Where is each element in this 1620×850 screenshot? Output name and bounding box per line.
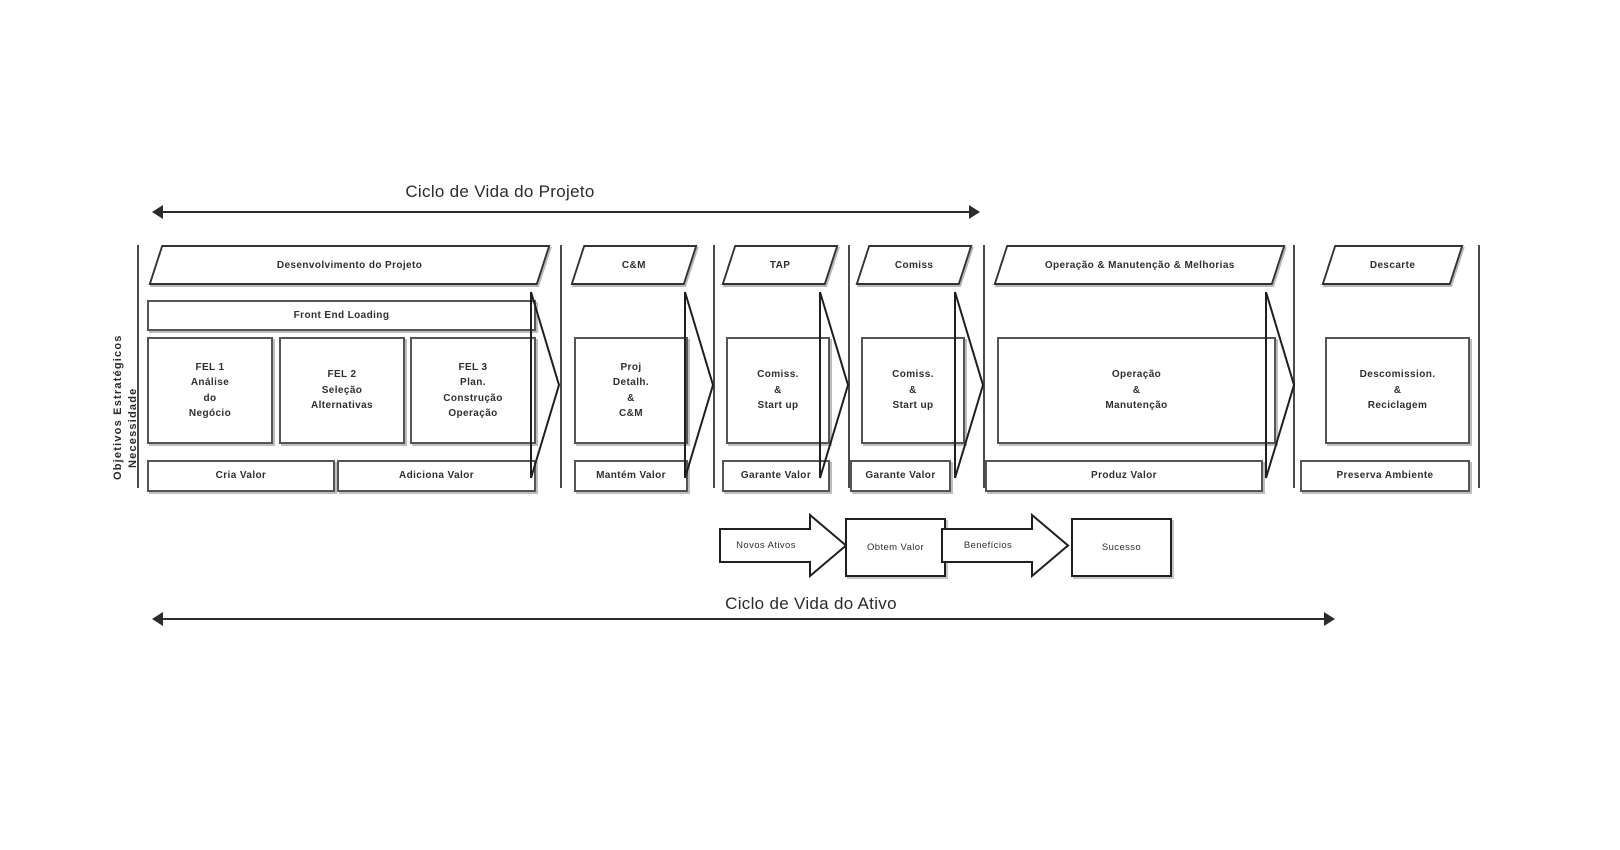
phase-header-label: Desenvolvimento do Projeto [276, 259, 423, 271]
bottom-span-label: Ciclo de Vida do Ativo [725, 594, 897, 613]
band-label: Front End Loading [293, 309, 390, 321]
phase-header-tap[interactable]: TAP [721, 245, 839, 285]
phase-header-label: TAP [769, 259, 791, 271]
stage-gate-3-icon [816, 290, 852, 480]
value-bar-mantem-valor[interactable]: Mantém Valor [574, 460, 688, 492]
arrow-head-right-icon [969, 205, 980, 219]
asset-lifecycle-arrow [152, 612, 1335, 626]
stage-box-comiss-startup[interactable]: Comiss. & Start up [861, 337, 965, 444]
lane-divider-left [137, 245, 139, 488]
value-bar-preserva-ambiente[interactable]: Preserva Ambiente [1300, 460, 1470, 492]
lane-divider-1 [560, 245, 562, 488]
phase-header-cm[interactable]: C&M [570, 245, 698, 285]
stage-box-fel3[interactable]: FEL 3 Plan. Construção Operação [410, 337, 536, 444]
arrow-shaft [161, 211, 971, 213]
project-lifecycle-arrow [152, 205, 980, 219]
chain-arrow-label: Benefícios [963, 540, 1013, 551]
chain-arrow-label: Novos Ativos [736, 540, 796, 551]
stage-box-comiss-startup-tap[interactable]: Comiss. & Start up [726, 337, 830, 444]
phase-header-label: Comiss [894, 259, 934, 271]
lane-divider-2 [713, 245, 715, 488]
phase-header-label: Descarte [1369, 259, 1416, 271]
lane-divider-4 [983, 245, 985, 488]
stage-box-fel2[interactable]: FEL 2 Seleção Alternativas [279, 337, 405, 444]
stage-gate-1-icon [527, 290, 563, 480]
value-bar-garante-valor-tap[interactable]: Garante Valor [722, 460, 830, 492]
chain-box-obtem-valor[interactable]: Obtem Valor [845, 518, 946, 577]
value-bar-adiciona-valor[interactable]: Adiciona Valor [337, 460, 536, 492]
value-bar-produz-valor[interactable]: Produz Valor [985, 460, 1263, 492]
value-bar-garante-valor-comiss[interactable]: Garante Valor [850, 460, 951, 492]
phase-header-label: Operação & Manutenção & Melhorias [1044, 259, 1235, 271]
phase-header-comiss[interactable]: Comiss [855, 245, 973, 285]
phase-header-desenvolvimento[interactable]: Desenvolvimento do Projeto [148, 245, 551, 285]
stage-gate-5-icon [1262, 290, 1298, 480]
band-front-end-loading[interactable]: Front End Loading [147, 300, 536, 331]
lane-divider-right [1478, 245, 1480, 488]
stage-gate-4-icon [951, 290, 987, 480]
top-span-label: Ciclo de Vida do Projeto [405, 182, 595, 201]
arrow-head-left-icon [152, 205, 163, 219]
stage-box-descomission-reciclagem[interactable]: Descomission. & Reciclagem [1325, 337, 1470, 444]
lane-divider-3 [848, 245, 850, 488]
stage-box-operacao-manutencao[interactable]: Operação & Manutenção [997, 337, 1276, 444]
arrow-head-left-icon [152, 612, 163, 626]
chain-arrow-beneficios[interactable]: Benefícios [940, 513, 1070, 578]
axis-label-objetivos: Objetivos Estratégicos [112, 334, 124, 480]
arrow-head-right-icon [1324, 612, 1335, 626]
stage-box-fel1[interactable]: FEL 1 Análise do Negócio [147, 337, 273, 444]
phase-header-label: C&M [622, 259, 646, 271]
chain-box-sucesso[interactable]: Sucesso [1071, 518, 1172, 577]
value-bar-cria-valor[interactable]: Cria Valor [147, 460, 335, 492]
chain-arrow-novos-ativos[interactable]: Novos Ativos [718, 513, 848, 578]
stage-gate-2-icon [681, 290, 717, 480]
stage-box-proj-detalhamento[interactable]: Proj Detalh. & C&M [574, 337, 688, 444]
lane-divider-5 [1293, 245, 1295, 488]
phase-header-operacao[interactable]: Operação & Manutenção & Melhorias [993, 245, 1286, 285]
phase-header-descarte[interactable]: Descarte [1321, 245, 1464, 285]
arrow-shaft [161, 618, 1326, 620]
